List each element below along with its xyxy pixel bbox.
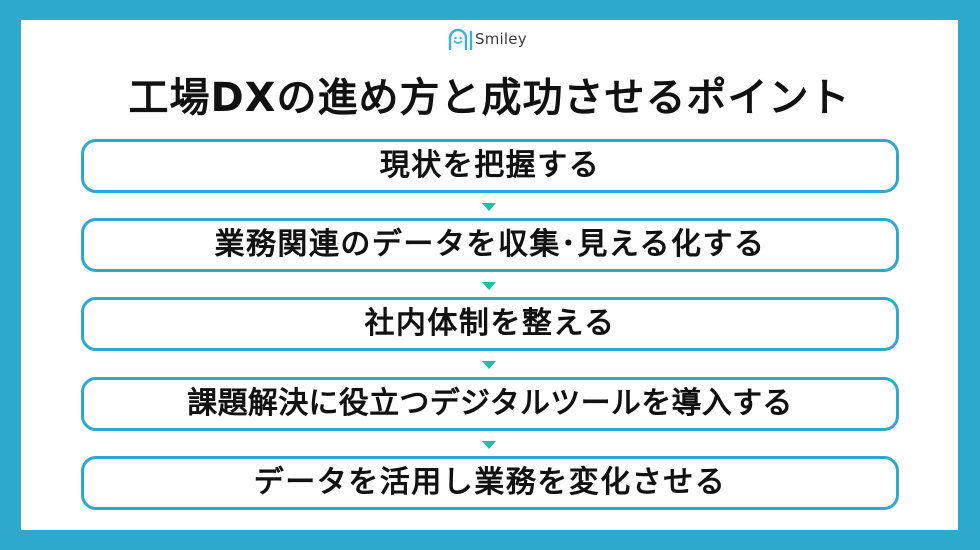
step-2: 業務関連のデータを収集･見える化する [81,218,899,272]
smiley-arch-icon [448,28,473,50]
down-arrow-icon [482,203,496,211]
step-label: データを活用し業務を変化させる [253,465,727,500]
down-arrow-icon [482,361,496,369]
step-4: 課題解決に役立つデジタルツールを導入する [81,377,899,431]
down-arrow-icon [482,282,496,290]
step-3: 社内体制を整える [81,297,899,351]
step-1: 現状を把握する [81,139,899,193]
step-label: 社内体制を整える [364,306,616,341]
page-title: 工場DXの進め方と成功させるポイント [128,75,851,121]
step-label: 業務関連のデータを収集･見える化する [214,227,766,262]
step-label: 課題解決に役立つデジタルツールを導入する [187,386,793,421]
step-5: データを活用し業務を変化させる [81,456,899,510]
brand-name: Smiley [475,30,527,48]
brand-logo: Smiley [448,27,527,51]
step-label: 現状を把握する [379,148,601,183]
down-arrow-icon [482,441,496,449]
